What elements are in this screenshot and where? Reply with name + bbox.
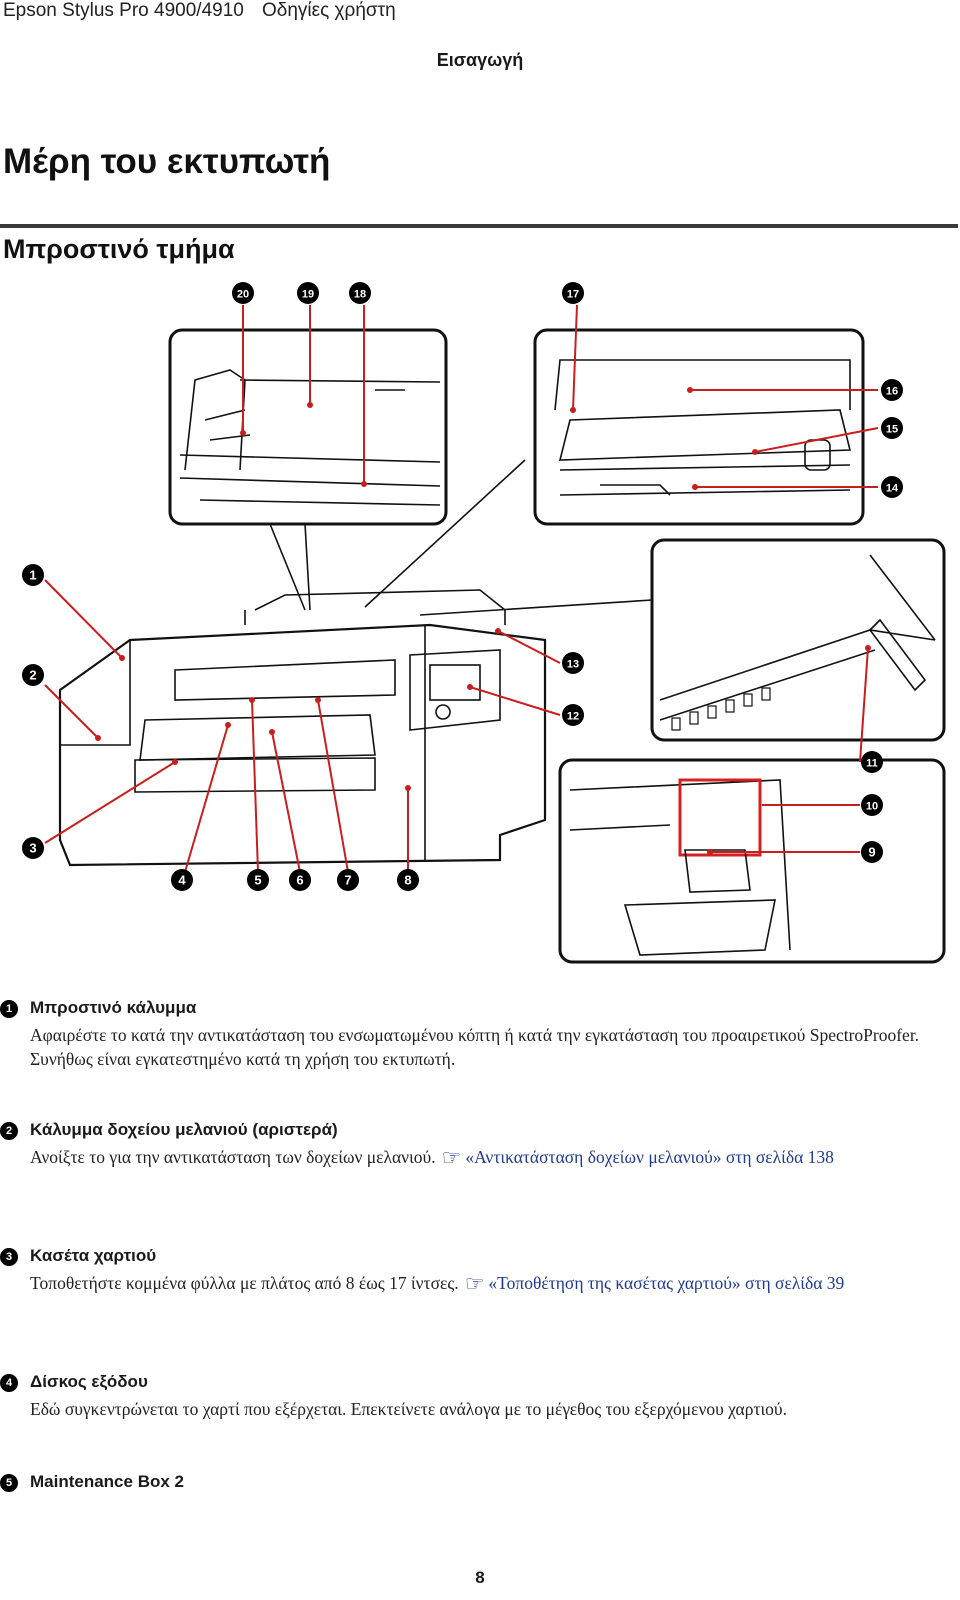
callout-19: 19 [297,282,319,304]
item-number: 5 [0,1474,18,1492]
callout-20: 20 [232,282,254,304]
pointing-hand-icon: ☞ [441,1145,462,1170]
callout-12: 12 [562,704,584,726]
svg-text:13: 13 [567,659,579,671]
item-number: 1 [0,1000,18,1018]
item-description: Εδώ συγκεντρώνεται το χαρτί που εξέρχετα… [30,1397,955,1421]
guide-name: Οδηγίες χρήστη [262,0,396,21]
svg-text:8: 8 [404,873,411,888]
callout-15: 15 [881,417,903,439]
svg-text:19: 19 [302,289,314,301]
item-number: 3 [0,1248,18,1266]
callout-11: 11 [861,751,883,773]
subsection-title: Μπροστινό τμήμα [3,234,235,264]
cross-reference-link[interactable]: «Αντικατάσταση δοχείων μελανιού» στη σελ… [465,1147,834,1167]
callout-2: 2 [22,664,44,686]
callout-10: 10 [861,794,883,816]
item-text: Τοποθετήστε κομμένα φύλλα με πλάτος από … [30,1273,459,1293]
list-item: 5 Maintenance Box 2 [0,1472,955,1496]
svg-text:2: 2 [29,668,36,683]
item-text: Ανοίξτε το για την αντικατάσταση των δοχ… [30,1147,436,1167]
printer-body [58,623,547,867]
svg-text:1: 1 [29,568,36,583]
item-description: Τοποθετήστε κομμένα φύλλα με πλάτος από … [30,1271,955,1296]
svg-text:12: 12 [567,711,579,723]
callout-14: 14 [881,476,903,498]
callout-7: 7 [337,869,359,891]
cross-reference-link[interactable]: «Τοποθέτηση της κασέτας χαρτιού» στη σελ… [488,1273,845,1293]
inset-print-head [650,538,946,742]
item-number: 4 [0,1374,18,1392]
list-item: 4 Δίσκος εξόδου Εδώ συγκεντρώνεται το χα… [0,1372,955,1421]
svg-text:16: 16 [886,386,898,398]
svg-text:11: 11 [866,758,878,770]
item-title: Μπροστινό κάλυμμα [30,998,197,1017]
inset-paper-feed [533,328,865,526]
svg-text:15: 15 [886,424,898,436]
list-item: 1 Μπροστινό κάλυμμα Αφαιρέστε το κατά τη… [0,998,955,1071]
svg-text:6: 6 [296,873,303,888]
svg-text:14: 14 [886,483,899,495]
svg-text:4: 4 [178,873,186,888]
section-label: Εισαγωγή [436,50,524,70]
page-number: 8 [475,1568,485,1587]
svg-text:18: 18 [354,289,366,301]
inset-roll-holder [168,328,448,526]
svg-text:10: 10 [866,801,878,813]
item-description: Ανοίξτε το για την αντικατάσταση των δοχ… [30,1145,955,1170]
callout-13: 13 [562,652,584,674]
pointing-hand-icon: ☞ [464,1271,485,1296]
svg-text:17: 17 [567,289,579,301]
item-title: Κάλυμμα δοχείου μελανιού (αριστερά) [30,1120,338,1139]
item-description: Αφαιρέστε το κατά την αντικατάσταση του … [30,1023,955,1071]
item-text: Αφαιρέστε το κατά την αντικατάσταση του … [30,1025,920,1069]
list-item: 2 Κάλυμμα δοχείου μελανιού (αριστερά) Αν… [0,1120,955,1170]
item-title: Κασέτα χαρτιού [30,1246,157,1265]
item-title: Maintenance Box 2 [30,1472,184,1491]
callout-5: 5 [247,869,269,891]
product-name: Epson Stylus Pro 4900/4910 [3,0,244,21]
title-divider [0,224,958,228]
svg-text:9: 9 [868,845,875,860]
item-title: Δίσκος εξόδου [30,1372,148,1391]
callout-1: 1 [22,564,44,586]
callout-9: 9 [861,841,883,863]
callout-6: 6 [289,869,311,891]
svg-text:7: 7 [344,873,351,888]
svg-text:3: 3 [29,841,36,856]
running-header: Epson Stylus Pro 4900/4910 Οδηγίες χρήστ… [3,0,953,24]
callout-4: 4 [171,869,193,891]
callout-16: 16 [881,379,903,401]
page-title: Μέρη του εκτυπωτή [3,142,331,181]
callout-17: 17 [562,282,584,304]
list-item: 3 Κασέτα χαρτιού Τοποθετήστε κομμένα φύλ… [0,1246,955,1296]
inset-ink-cover [558,758,946,964]
item-text: Εδώ συγκεντρώνεται το χαρτί που εξέρχετα… [30,1399,787,1419]
callout-3: 3 [22,837,44,859]
callout-8: 8 [397,869,419,891]
callout-18: 18 [349,282,371,304]
svg-text:5: 5 [254,873,261,888]
svg-text:20: 20 [237,289,249,301]
item-number: 2 [0,1122,18,1140]
